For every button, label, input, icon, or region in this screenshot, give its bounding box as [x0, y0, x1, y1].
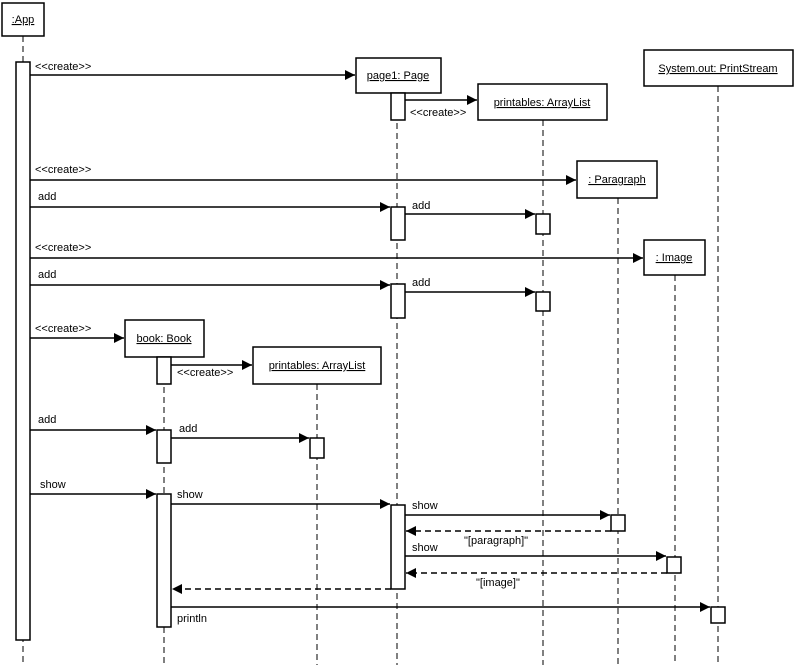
svg-text:add: add	[38, 269, 56, 281]
message-add-page-book: add	[30, 414, 156, 435]
object-book-printables-label: printables: ArrayList	[269, 360, 366, 372]
object-image: : Image	[643, 239, 706, 276]
app-activation	[15, 61, 31, 641]
book-printables-activation	[309, 437, 325, 459]
svg-text:<<create>>: <<create>>	[177, 367, 233, 379]
page1-activation-add-image	[390, 283, 406, 319]
page1-activation-show	[390, 504, 406, 590]
message-return-image: "[image]"	[406, 568, 667, 589]
object-app-label: :App	[12, 14, 35, 26]
page1-activation-create	[390, 92, 406, 121]
message-show-page-image: show	[405, 542, 666, 561]
svg-text:<<create>>: <<create>>	[410, 107, 466, 119]
svg-text:add: add	[179, 423, 197, 435]
system-out-activation	[710, 606, 726, 624]
svg-text:"[paragraph]": "[paragraph]"	[464, 535, 528, 547]
svg-text:println: println	[177, 613, 207, 625]
svg-text:<<create>>: <<create>>	[35, 164, 91, 176]
message-create-paragraph: <<create>>	[30, 164, 576, 185]
object-page1: page1: Page	[355, 57, 442, 94]
book-activation-create	[156, 356, 172, 385]
object-system-out-label: System.out: PrintStream	[658, 63, 777, 75]
object-page1-label: page1: Page	[367, 70, 429, 82]
message-show-page-paragraph: show	[405, 500, 610, 520]
svg-text:<<create>>: <<create>>	[35, 61, 91, 73]
object-page-printables-label: printables: ArrayList	[494, 97, 591, 109]
book-activation-add	[156, 429, 172, 464]
svg-text:"[image]": "[image]"	[476, 577, 520, 589]
message-create-page1: <<create>>	[30, 61, 355, 80]
book-activation-show	[156, 493, 172, 628]
page-printables-activation-1	[535, 213, 551, 235]
message-add-paragraph-page: add	[30, 191, 390, 212]
paragraph-activation	[610, 514, 626, 532]
svg-text:show: show	[40, 479, 66, 491]
svg-text:add: add	[38, 191, 56, 203]
message-create-page-printables: <<create>>	[405, 95, 477, 119]
object-image-label: : Image	[656, 252, 693, 264]
page1-activation-add-paragraph	[390, 206, 406, 241]
object-app: :App	[1, 2, 45, 37]
svg-text:add: add	[38, 414, 56, 426]
page-printables-activation-2	[535, 291, 551, 312]
message-create-book: <<create>>	[30, 323, 124, 343]
message-add-page-list: add	[171, 423, 309, 443]
object-paragraph-label: : Paragraph	[588, 174, 645, 186]
message-create-image: <<create>>	[30, 242, 643, 263]
image-activation	[666, 556, 682, 574]
message-show-app-book: show	[30, 479, 156, 499]
message-println: println	[171, 602, 710, 625]
message-create-book-printables: <<create>>	[171, 360, 252, 379]
svg-text:add: add	[412, 200, 430, 212]
svg-text:add: add	[412, 277, 430, 289]
object-book: book: Book	[124, 319, 205, 358]
message-add-paragraph-list: add	[405, 200, 535, 219]
message-add-image-list: add	[405, 277, 535, 297]
svg-text:show: show	[177, 489, 203, 501]
object-paragraph: : Paragraph	[576, 160, 658, 199]
message-return-paragraph: "[paragraph]"	[406, 526, 611, 547]
svg-text:show: show	[412, 542, 438, 554]
message-add-image-page: add	[30, 269, 390, 290]
svg-text:<<create>>: <<create>>	[35, 323, 91, 335]
svg-text:show: show	[412, 500, 438, 512]
svg-text:<<create>>: <<create>>	[35, 242, 91, 254]
object-book-printables: printables: ArrayList	[252, 346, 382, 385]
message-show-book-page: show	[171, 489, 390, 509]
object-book-label: book: Book	[136, 333, 192, 345]
object-page-printables: printables: ArrayList	[477, 83, 608, 121]
object-system-out: System.out: PrintStream	[643, 49, 794, 87]
